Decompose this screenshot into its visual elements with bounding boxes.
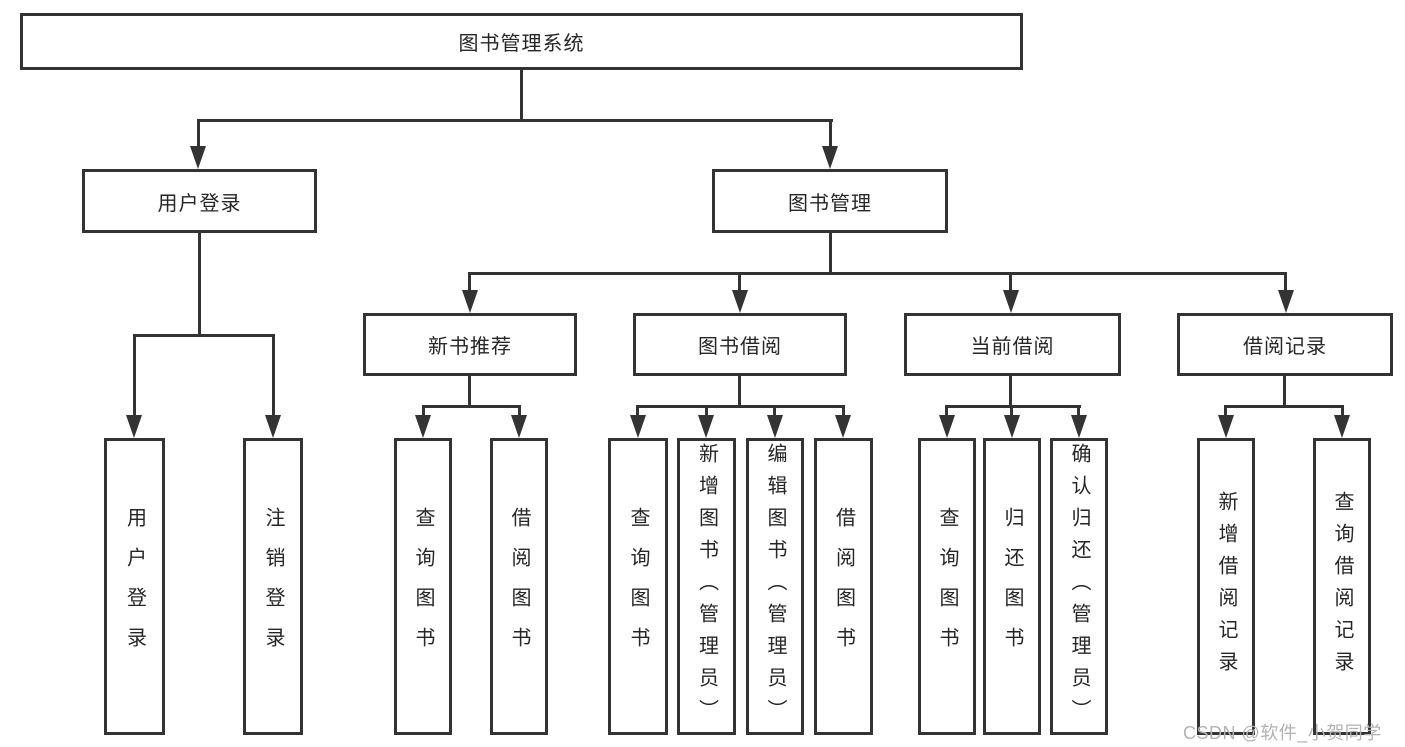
leaf-borrow-query-books: 查询图书 <box>608 438 668 735</box>
connector-vline <box>1283 376 1286 406</box>
connector-hline <box>946 405 1081 408</box>
connector-vline <box>773 405 776 416</box>
node-book-management: 图书管理 <box>712 169 948 233</box>
connector-hline <box>1225 405 1344 408</box>
arrow-down-icon <box>822 146 838 169</box>
connector-vline <box>518 405 521 416</box>
connector-hline <box>197 119 833 122</box>
leaf-current-return-books: 归还图书 <box>983 438 1041 735</box>
arrow-down-icon <box>190 146 206 169</box>
node-user-login-label: 用户登录 <box>157 192 242 215</box>
node-borrow-records: 借阅记录 <box>1177 313 1393 376</box>
connector-vline <box>197 119 200 148</box>
leaf-current-query-books: 查询图书 <box>918 438 976 735</box>
arrow-down-icon <box>1334 415 1350 438</box>
arrow-down-icon <box>732 290 748 313</box>
leaf-newrec-borrow-books: 借阅图书 <box>490 438 548 735</box>
node-book-management-label: 图书管理 <box>788 192 872 215</box>
leaf-user-login: 用户登录 <box>104 438 165 735</box>
connector-vline <box>705 405 708 416</box>
connector-vline <box>738 376 741 406</box>
arrow-down-icon <box>462 290 478 313</box>
connector-vline <box>829 119 832 148</box>
node-new-book-recommend: 新书推荐 <box>363 313 577 376</box>
leaf-newrec-query-books: 查询图书 <box>394 438 452 735</box>
connector-vline <box>422 405 425 416</box>
connector-vline <box>1009 376 1012 406</box>
connector-vline <box>945 405 948 416</box>
arrow-down-icon <box>265 415 281 438</box>
connector-vline <box>738 272 741 292</box>
connector-hline <box>637 405 845 408</box>
connector-vline <box>1009 272 1012 292</box>
arrow-down-icon <box>767 415 783 438</box>
arrow-down-icon <box>1218 415 1234 438</box>
watermark: CSDN @软件_小贺同学 <box>1183 723 1382 743</box>
node-current-borrow-label: 当前借阅 <box>970 336 1055 358</box>
connector-vline <box>829 233 832 273</box>
arrow-down-icon <box>835 415 851 438</box>
leaf-borrow-edit-books-admin: 编辑图书（管理员） <box>746 438 804 735</box>
node-new-book-recommend-label: 新书推荐 <box>428 336 512 358</box>
leaf-logout: 注销登录 <box>243 438 303 735</box>
connector-vline <box>133 334 136 415</box>
node-root-label: 图书管理系统 <box>458 33 585 55</box>
connector-vline <box>1341 405 1344 416</box>
node-book-borrow: 图书借阅 <box>633 313 847 376</box>
connector-vline <box>1224 405 1227 416</box>
node-root: 图书管理系统 <box>20 13 1023 70</box>
arrow-down-icon <box>698 415 714 438</box>
arrow-down-icon <box>1004 415 1020 438</box>
connector-vline <box>1077 405 1080 416</box>
connector-hline <box>133 334 275 337</box>
arrow-down-icon <box>415 415 431 438</box>
connector-hline <box>469 272 1287 275</box>
connector-vline <box>520 70 523 119</box>
leaf-records-query-record: 查询借阅记录 <box>1313 438 1371 735</box>
arrow-down-icon <box>630 415 646 438</box>
arrow-down-icon <box>511 415 527 438</box>
leaf-records-add-record: 新增借阅记录 <box>1197 438 1255 735</box>
arrow-down-icon <box>939 415 955 438</box>
arrow-down-icon <box>1003 290 1019 313</box>
connector-vline <box>636 405 639 416</box>
leaf-current-confirm-return-admin: 确认归还（管理员） <box>1050 438 1108 735</box>
leaf-borrow-add-books-admin: 新增图书（管理员） <box>677 438 736 735</box>
arrow-down-icon <box>1278 290 1294 313</box>
connector-hline <box>422 405 521 408</box>
node-user-login: 用户登录 <box>82 169 317 233</box>
connector-vline <box>468 272 471 292</box>
node-book-borrow-label: 图书借阅 <box>698 336 782 358</box>
arrow-down-icon <box>126 415 142 438</box>
leaf-borrow-borrow-books: 借阅图书 <box>814 438 873 735</box>
node-borrow-records-label: 借阅记录 <box>1243 336 1327 358</box>
connector-vline <box>1284 272 1287 292</box>
connector-vline <box>468 376 471 406</box>
node-current-borrow: 当前借阅 <box>904 313 1121 376</box>
connector-vline <box>272 334 275 415</box>
connector-vline <box>1010 405 1013 416</box>
connector-vline <box>842 405 845 416</box>
connector-vline <box>198 233 201 335</box>
arrow-down-icon <box>1071 415 1087 438</box>
